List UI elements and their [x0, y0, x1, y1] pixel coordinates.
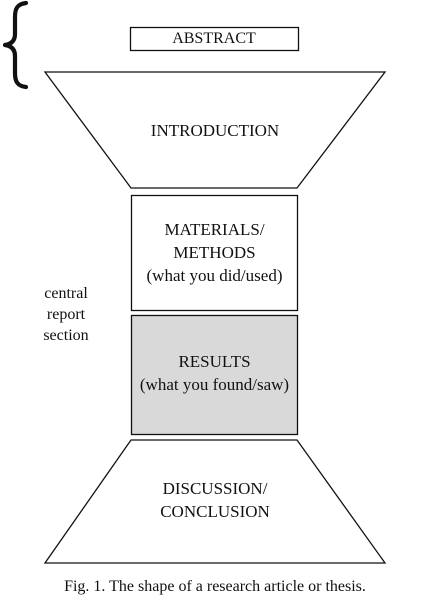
introduction-funnel [43, 71, 387, 189]
central-section-line2: report [46, 306, 86, 323]
methods-label-line1: MATERIALS/ [164, 220, 265, 239]
abstract-box [129, 26, 300, 52]
results-label-line2: (what you found/saw) [139, 375, 290, 394]
results-label: RESULTS (what you found/saw) [132, 350, 297, 396]
discussion-label-line2: CONCLUSION [160, 502, 270, 521]
methods-label: MATERIALS/ METHODS (what you did/used) [132, 218, 297, 287]
abstract-label: ABSTRACT [172, 30, 256, 47]
central-section-label: central report section [20, 283, 112, 346]
methods-box [130, 194, 299, 312]
discussion-label: DISCUSSION/ CONCLUSION [80, 477, 350, 523]
discussion-funnel [43, 439, 387, 564]
central-section-line3: section [43, 327, 89, 344]
introduction-label: INTRODUCTION [150, 121, 280, 140]
results-box [130, 314, 299, 436]
methods-label-line3: (what you did/used) [146, 266, 283, 285]
methods-label-line2: METHODS [173, 243, 256, 262]
central-section-line1: central [44, 285, 88, 302]
curly-brace-icon [2, 0, 29, 90]
results-label-line1: RESULTS [178, 352, 251, 371]
discussion-label-line1: DISCUSSION/ [162, 479, 268, 498]
figure-caption: Fig. 1. The shape of a research article … [64, 578, 366, 595]
